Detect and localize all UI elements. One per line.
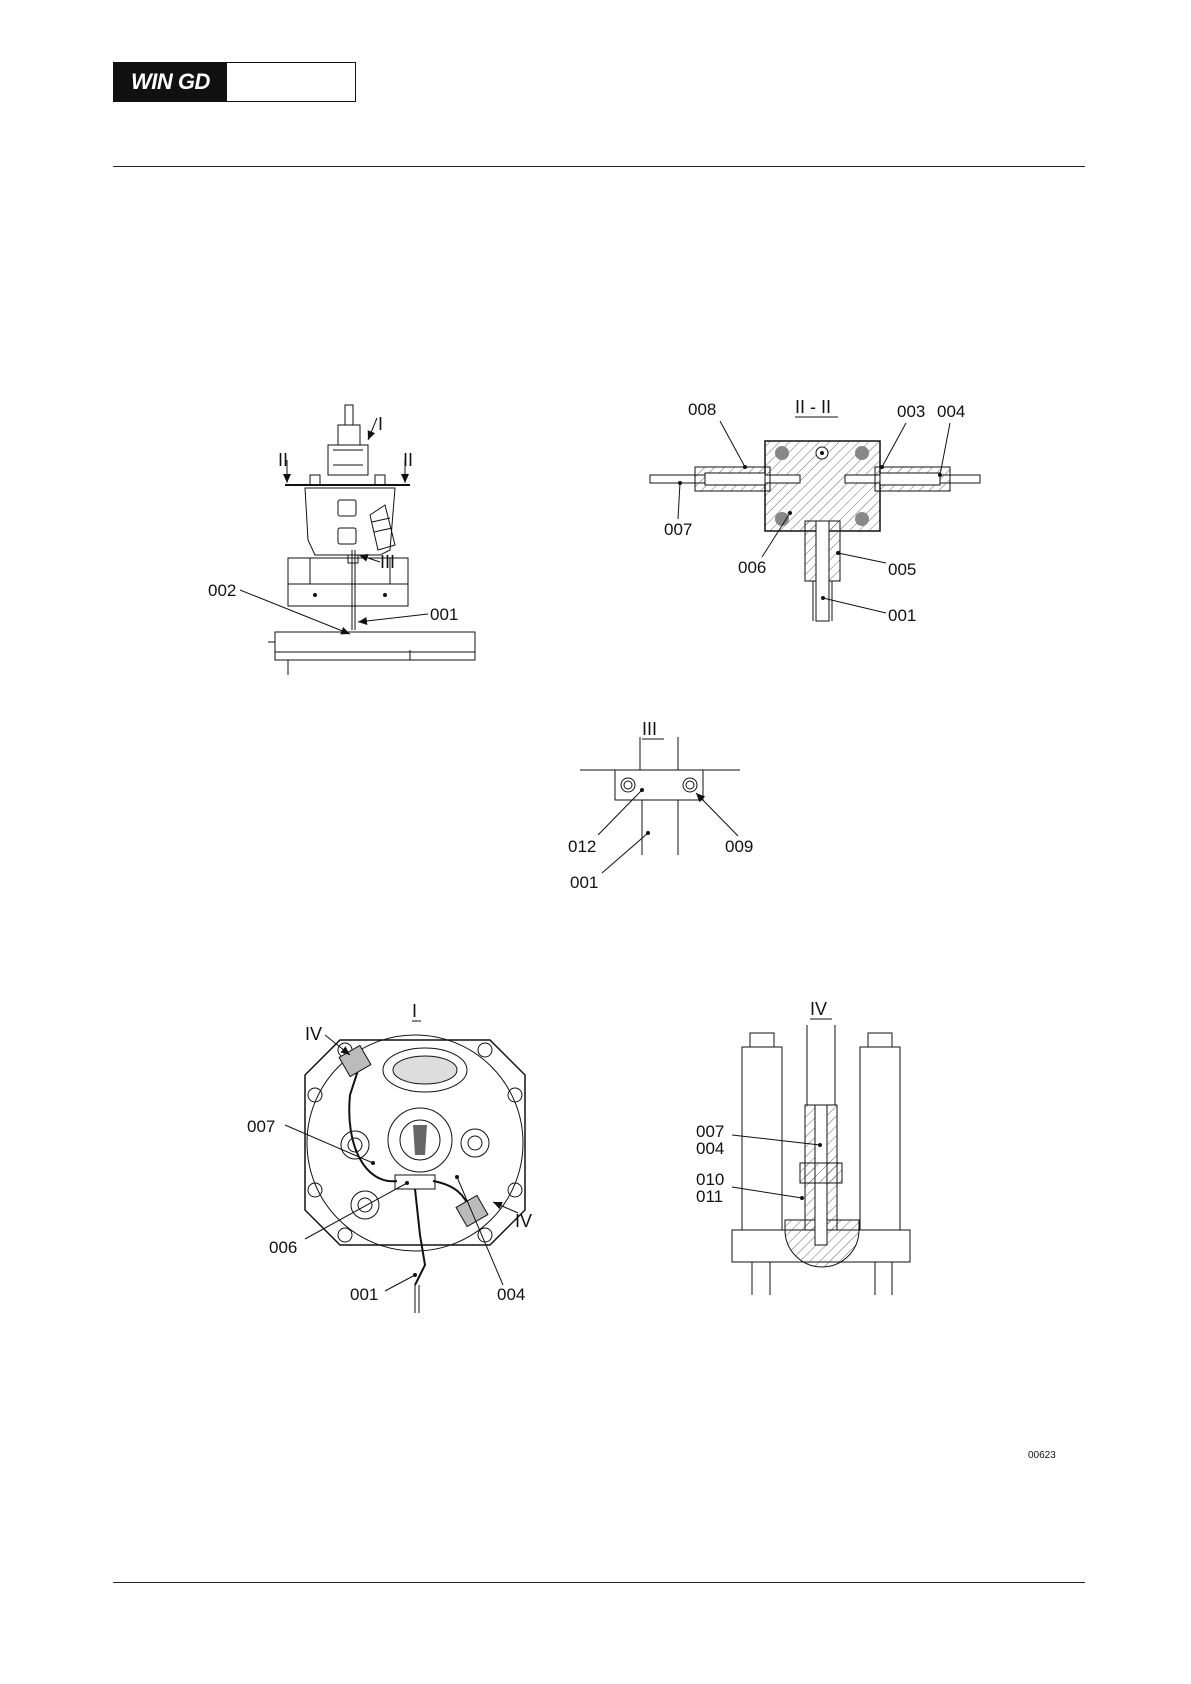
label-004-I: 004 — [497, 1285, 525, 1304]
label-005: 005 — [888, 560, 916, 579]
wingd-logo: WIN GD — [113, 62, 356, 102]
label-007-I: 007 — [247, 1117, 275, 1136]
label-004: 004 — [937, 402, 965, 421]
label-001-I: 001 — [350, 1285, 378, 1304]
label-002: 002 — [208, 581, 236, 600]
view-III-drawing: III 012 009 001 — [560, 715, 790, 905]
view-I-title: I — [412, 1001, 417, 1021]
label-IV-top: IV — [305, 1024, 322, 1044]
view-III-title: III — [642, 719, 657, 739]
view-I-drawing: I IV 007 IV 006 001 004 — [225, 995, 545, 1315]
drawing-reference: 00623 — [1028, 1450, 1056, 1461]
label-008: 008 — [688, 400, 716, 419]
view-II-II-drawing: II - II 008 003 004 007 006 005 001 — [650, 393, 980, 633]
label-006-I: 006 — [269, 1238, 297, 1257]
logo-text: WIN GD — [114, 63, 227, 101]
main-view-drawing: I II II III 002 001 — [200, 390, 480, 680]
label-III: III — [380, 552, 395, 572]
label-007: 007 — [664, 520, 692, 539]
label-IV-right: IV — [515, 1211, 532, 1231]
view-IV-drawing: IV 007 004 010 011 — [670, 995, 920, 1295]
label-009: 009 — [725, 837, 753, 856]
label-003: 003 — [897, 402, 925, 421]
label-001: 001 — [430, 605, 458, 624]
label-I: I — [378, 414, 383, 434]
view-IV-title: IV — [810, 999, 827, 1019]
label-012: 012 — [568, 837, 596, 856]
label-004-IV: 004 — [696, 1139, 724, 1158]
label-001-II: 001 — [888, 606, 916, 625]
label-006: 006 — [738, 558, 766, 577]
view-II-II-title: II - II — [795, 397, 831, 417]
label-011: 011 — [696, 1187, 723, 1206]
footer-rule — [113, 1582, 1085, 1583]
header-rule — [113, 166, 1085, 167]
label-001-III: 001 — [570, 873, 598, 892]
